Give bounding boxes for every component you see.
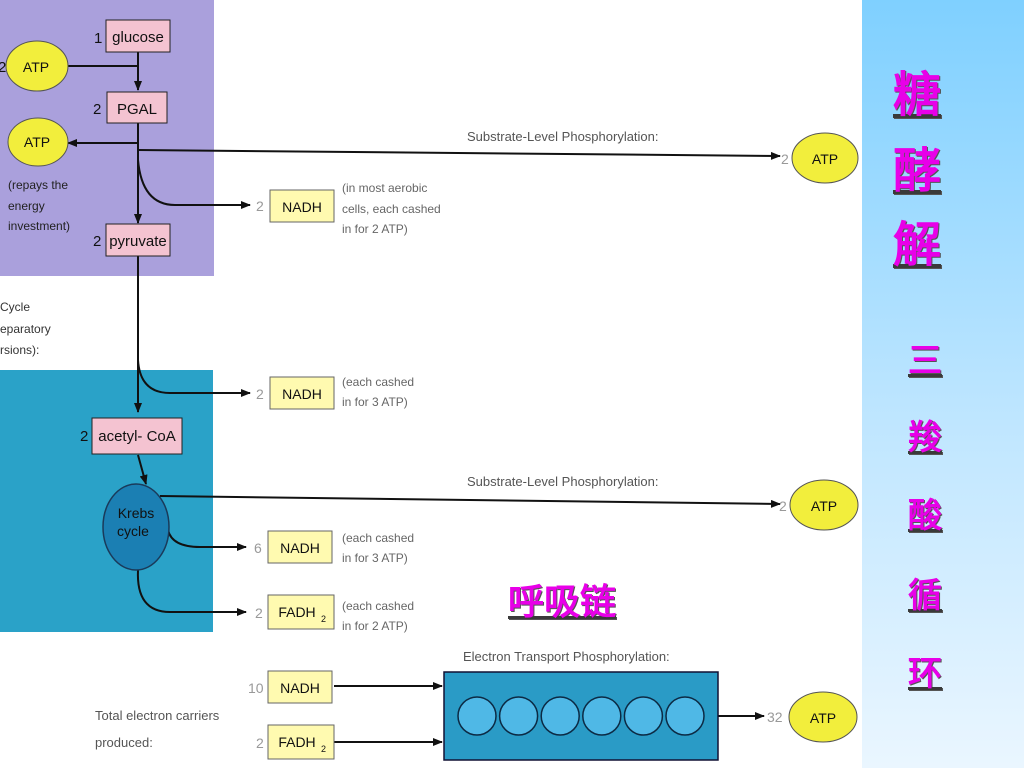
arrow-nadh-glycolysis [137,159,251,209]
bridge-note-1: Cycle [0,300,30,314]
bridge-note-3: rsions): [0,343,39,357]
atp-right-2-count: 2 [779,498,787,514]
nadh-bridge-count: 2 [256,386,264,402]
fadh2-krebs-label: FADH [278,604,315,620]
bridge-note-2: eparatory [0,322,51,336]
pyruvate-node: 2 pyruvate [93,223,171,257]
arrow-substrate-atp-1 [137,149,781,160]
nadh-glycolysis-count: 2 [256,198,264,214]
cn-glycolysis-3: 解 [893,217,942,273]
etc-carrier-circle [623,696,664,736]
arrow-fadh2-krebs [136,569,247,616]
atp-out-note-2: energy [8,199,45,213]
cn-tca-5: 环 [908,654,942,694]
etc-carrier-circle [582,696,622,736]
pgal-node: 2 PGAL [93,91,168,124]
nadh-glycolysis-note-1: (in most aerobic [342,181,427,195]
cn-respiratory-chain: 呼吸链 [508,581,617,623]
nadh-bridge-label: NADH [282,386,322,402]
right-title-band [862,0,1024,768]
acetyl-coa-node: 2 acetyl- CoA [80,417,183,455]
etc-label: Electron Transport Phosphorylation: [463,649,670,664]
krebs-cycle-label-1: Krebs [118,505,155,521]
total-carriers-label-2: produced: [95,735,153,750]
krebs-cycle-label-2: cycle [117,523,149,539]
arrow-nadh-bridge [137,359,251,397]
atp-out-label: ATP [24,134,50,150]
nadh-total-count: 10 [248,680,264,696]
atp-in: 2 ATP [0,40,69,92]
nadh-krebs-note-1: (each cashed [342,531,414,545]
pgal-label: PGAL [117,101,157,118]
nadh-krebs-count: 6 [254,540,262,556]
nadh-glycolysis-note-3: in for 2 ATP) [342,222,408,236]
atp-in-label: ATP [23,59,49,75]
substrate-level-label-2: Substrate-Level Phosphorylation: [467,474,659,489]
cn-tca-2: 羧 [908,418,942,458]
atp-etc: 32 ATP [767,691,858,743]
total-carriers-label-1: Total electron carriers [95,708,220,723]
atp-etc-label: ATP [810,710,836,726]
atp-in-count: 2 [0,59,6,76]
nadh-total: 10 NADH [248,670,333,704]
nadh-glycolysis: 2 NADH (in most aerobic cells, each cash… [256,181,441,236]
etc-carrier-circles [457,696,705,736]
arrow-substrate-atp-2 [159,495,781,508]
fadh2-krebs-note-1: (each cashed [342,599,414,613]
nadh-total-label: NADH [280,680,320,696]
glucose-node: 1 glucose [94,19,171,53]
nadh-krebs: 6 NADH (each cashed in for 3 ATP) [254,530,414,565]
etc-carrier-circle [457,696,497,736]
etc-carrier-circle [498,696,539,736]
fadh2-total: 2 FADH 2 [256,724,335,760]
atp-right-2: 2 ATP [779,479,859,531]
cn-tca-4: 循 [908,576,942,616]
atp-out-note-1: (repays the [8,178,68,192]
atp-out-note-3: investment) [8,219,70,233]
etc-carrier-circle [665,696,705,736]
atp-right-1-label: ATP [812,151,838,167]
glucose-label: glucose [112,29,164,46]
cn-glycolysis-2: 酵 [893,143,942,199]
pyruvate-label: pyruvate [109,233,167,250]
cn-tca-3: 酸 [908,496,942,536]
atp-right-1: 2 ATP [781,132,859,184]
nadh-bridge-note-1: (each cashed [342,375,414,389]
krebs-cycle-ellipse [102,483,170,571]
etc-carrier-circle [540,696,580,736]
atp-etc-count: 32 [767,709,783,725]
nadh-bridge: 2 NADH (each cashed in for 3 ATP) [256,375,414,410]
pyruvate-count: 2 [93,233,101,250]
nadh-krebs-note-2: in for 3 ATP) [342,551,408,565]
substrate-level-label-1: Substrate-Level Phosphorylation: [467,129,659,144]
fadh2-krebs-note-2: in for 2 ATP) [342,619,408,633]
fadh2-total-label: FADH [278,734,315,750]
fadh2-total-count: 2 [256,735,264,751]
krebs-panel [0,370,213,632]
glucose-count: 1 [94,30,102,47]
acetyl-coa-count: 2 [80,428,88,445]
fadh2-krebs-count: 2 [255,605,263,621]
pgal-count: 2 [93,101,101,118]
atp-right-2-label: ATP [811,498,837,514]
atp-out: ATP (repays the energy investment) [7,117,70,233]
acetyl-coa-label: acetyl- CoA [98,428,176,445]
flow-arrows [66,52,781,746]
fadh2-total-sub: 2 [321,744,326,754]
nadh-bridge-note-2: in for 3 ATP) [342,395,408,409]
atp-right-1-count: 2 [781,151,789,167]
fadh2-krebs-sub: 2 [321,614,326,624]
nadh-glycolysis-label: NADH [282,199,322,215]
nadh-glycolysis-note-2: cells, each cashed [342,202,441,216]
nadh-krebs-label: NADH [280,540,320,556]
cn-glycolysis-1: 糖 [893,67,942,123]
arrow-acetyl-krebs [137,454,148,485]
cn-tca-1: 三 [908,341,942,381]
fadh2-krebs: 2 FADH 2 (each cashed in for 2 ATP) [255,594,414,633]
